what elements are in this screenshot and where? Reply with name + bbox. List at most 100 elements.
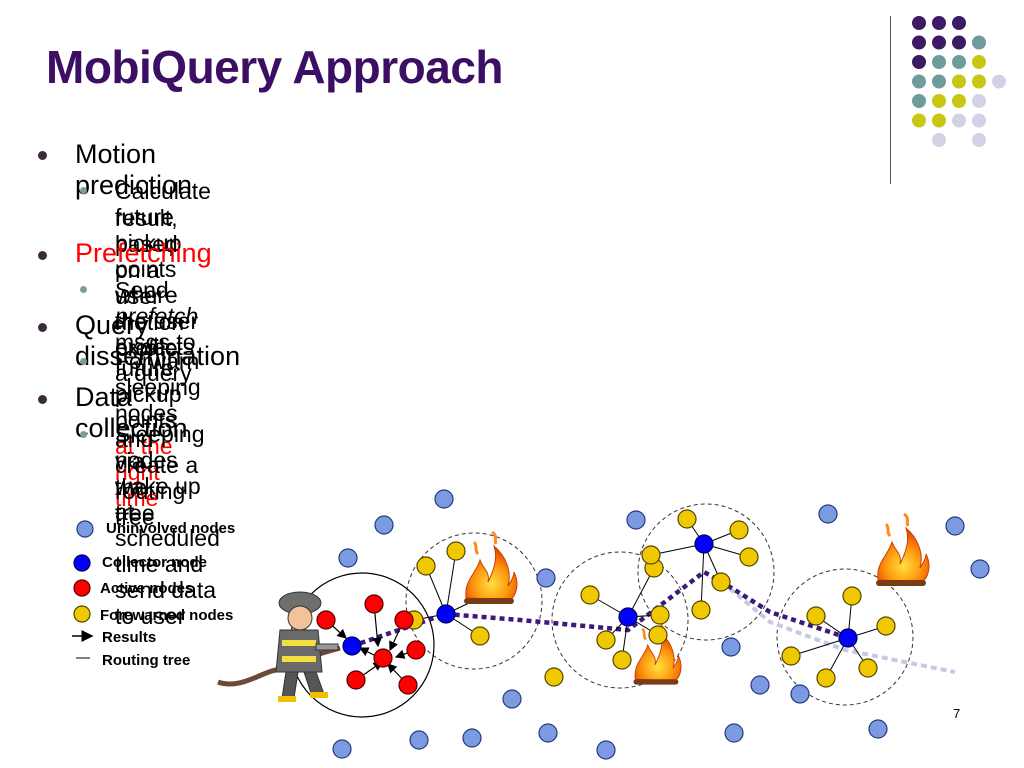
forewarned-node — [711, 572, 731, 592]
active-node — [316, 610, 336, 630]
uninvolved-node — [434, 489, 454, 509]
future-path — [720, 580, 956, 674]
forewarned-node — [816, 668, 836, 688]
pickup-region — [776, 568, 914, 706]
decorative-dot — [972, 113, 986, 128]
decorative-dot-grid — [912, 16, 1006, 147]
decorative-dot — [952, 35, 966, 50]
uninvolved-node — [502, 689, 522, 709]
decorative-dot — [912, 35, 926, 50]
legend-active-label: Active nodes — [100, 580, 193, 597]
decorative-dot — [972, 133, 986, 147]
sub-bullet-line: Calculate future pickup points where the… — [115, 178, 211, 386]
active-node — [364, 594, 384, 614]
slide-title: MobiQuery Approach — [46, 41, 504, 93]
uninvolved-node — [790, 684, 810, 704]
collector-node — [838, 628, 858, 648]
user-path — [351, 569, 849, 649]
decorative-dot — [912, 16, 926, 30]
bullet-dot — [38, 323, 47, 332]
forewarned-node — [876, 616, 896, 636]
decorative-dot — [932, 74, 946, 89]
decorative-dot — [932, 133, 946, 147]
forewarned-node — [612, 650, 632, 670]
decorative-dot — [932, 55, 946, 69]
legend-forewarned-marker — [73, 605, 91, 623]
uninvolved-node — [332, 739, 352, 759]
uninvolved-node — [818, 504, 838, 524]
sub-bullet-prefetch: Send prefetch msgs to future pickup poin… — [115, 277, 198, 511]
sub-bullet-dot — [80, 431, 87, 438]
uninvolved-node — [868, 719, 888, 739]
decorative-dot — [932, 113, 946, 128]
forewarned-node — [691, 600, 711, 620]
forewarned-node — [739, 547, 759, 567]
active-node — [406, 640, 426, 660]
decorative-dot — [952, 16, 966, 30]
bullet-query-dissemination: Query dissemination — [75, 310, 241, 371]
legend-collector-label: Collector node — [102, 554, 207, 571]
uninvolved-node — [462, 728, 482, 748]
bullet-dot — [38, 395, 47, 404]
decorative-dot — [932, 94, 946, 108]
sub-bullet-dot — [80, 286, 87, 293]
pickup-region — [637, 503, 775, 641]
query-regions — [405, 503, 914, 706]
collector-node — [694, 534, 714, 554]
forewarned-node — [677, 509, 697, 529]
decorative-dot — [992, 74, 1006, 89]
active-node — [398, 675, 418, 695]
forewarned-node — [858, 658, 878, 678]
forewarned-node — [648, 625, 668, 645]
sub-bullet-middle: msgs to future pickup points — [115, 329, 196, 433]
bullet-motion-prediction: Motion prediction — [75, 139, 193, 200]
bullet-dot — [38, 151, 47, 160]
active-node — [394, 610, 414, 630]
firefighter-figure — [217, 591, 341, 702]
decorative-dot — [952, 74, 966, 89]
uninvolved-node — [970, 559, 990, 579]
fire-icon — [464, 530, 518, 604]
uninvolved-node — [945, 516, 965, 536]
forewarned-node — [580, 585, 600, 605]
collector-node — [436, 604, 456, 624]
legend-active-marker — [73, 579, 91, 597]
uninvolved-node — [724, 723, 744, 743]
legend-forewarned-label: Forewarned nodes — [100, 607, 233, 624]
forewarned-node — [470, 626, 490, 646]
forewarned-node — [544, 667, 564, 687]
active-node — [346, 670, 366, 690]
uninvolved-node — [721, 637, 741, 657]
sub-bullet-italic: prefetch — [115, 303, 199, 329]
legend-routing-label: Routing tree — [102, 652, 190, 669]
sub-bullet-line: via the tree — [115, 448, 155, 526]
sub-bullet-prefix: Send — [115, 277, 169, 303]
pickup-region — [551, 551, 689, 689]
uninvolved-node — [536, 568, 556, 588]
legend-uninvolved-label: Uninvolved nodes — [106, 520, 235, 537]
decorative-dot — [912, 55, 926, 69]
page-number: 7 — [953, 706, 961, 721]
legend-collector-marker — [73, 554, 91, 572]
uninvolved-node — [626, 510, 646, 530]
forewarned-node — [416, 556, 436, 576]
sub-bullet-highlight: at the right time — [115, 433, 173, 511]
bullet-prefetching: Prefetching — [75, 238, 212, 268]
fire-icon — [876, 512, 930, 586]
decorative-dot — [932, 16, 946, 30]
forewarned-node — [781, 646, 801, 666]
sub-bullet-dot — [80, 187, 87, 194]
decorative-dot — [932, 35, 946, 50]
sub-bullet-line: Forwarn sleeping nodes and create a rout… — [115, 348, 201, 530]
decorative-dot — [912, 74, 926, 89]
forewarned-node — [650, 605, 670, 625]
uninvolved-node — [538, 723, 558, 743]
decorative-dot — [952, 55, 966, 69]
pickup-region — [405, 532, 543, 670]
forewarned-node — [842, 586, 862, 606]
forewarned-node — [446, 541, 466, 561]
forewarned-node — [596, 630, 616, 650]
decorative-dot — [972, 35, 986, 50]
uninvolved-node — [750, 675, 770, 695]
